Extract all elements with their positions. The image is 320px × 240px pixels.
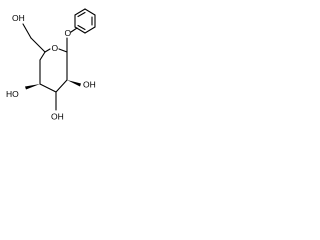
phenyl-bond <box>84 26 96 34</box>
phenyl-bond <box>84 8 96 16</box>
ring-oxygen-label: O <box>52 43 59 53</box>
c3-hydroxyl-label: OH <box>51 111 64 121</box>
phenyl-bond <box>74 8 86 16</box>
ring-bond <box>39 83 57 93</box>
c2-wedge-bond <box>67 80 81 87</box>
phenyl-double-bond <box>77 24 86 31</box>
c5-to-c6-bond <box>30 37 46 53</box>
c4-hydroxyl-label: HO <box>6 89 19 99</box>
glycosidic-oxygen-label: O <box>65 28 72 38</box>
ring-bond <box>55 79 68 93</box>
ring-bond <box>58 48 68 53</box>
c4-wedge-bond <box>25 84 40 90</box>
oxygen-to-phenyl-bond <box>70 27 78 33</box>
pyranose-ring <box>39 48 68 93</box>
phenyl-ring <box>74 8 96 34</box>
c6-to-oh-bond <box>22 23 32 39</box>
structure-diagram: O O OH HO OH OH <box>0 0 105 128</box>
molecule-drawing: O O OH HO OH OH <box>6 8 96 121</box>
ring-bond <box>39 51 46 61</box>
ring-bond <box>44 48 51 53</box>
phenyl-double-bond <box>77 11 86 18</box>
c6-hydroxyl-label: OH <box>12 13 25 23</box>
c2-hydroxyl-label: OH <box>83 79 96 89</box>
